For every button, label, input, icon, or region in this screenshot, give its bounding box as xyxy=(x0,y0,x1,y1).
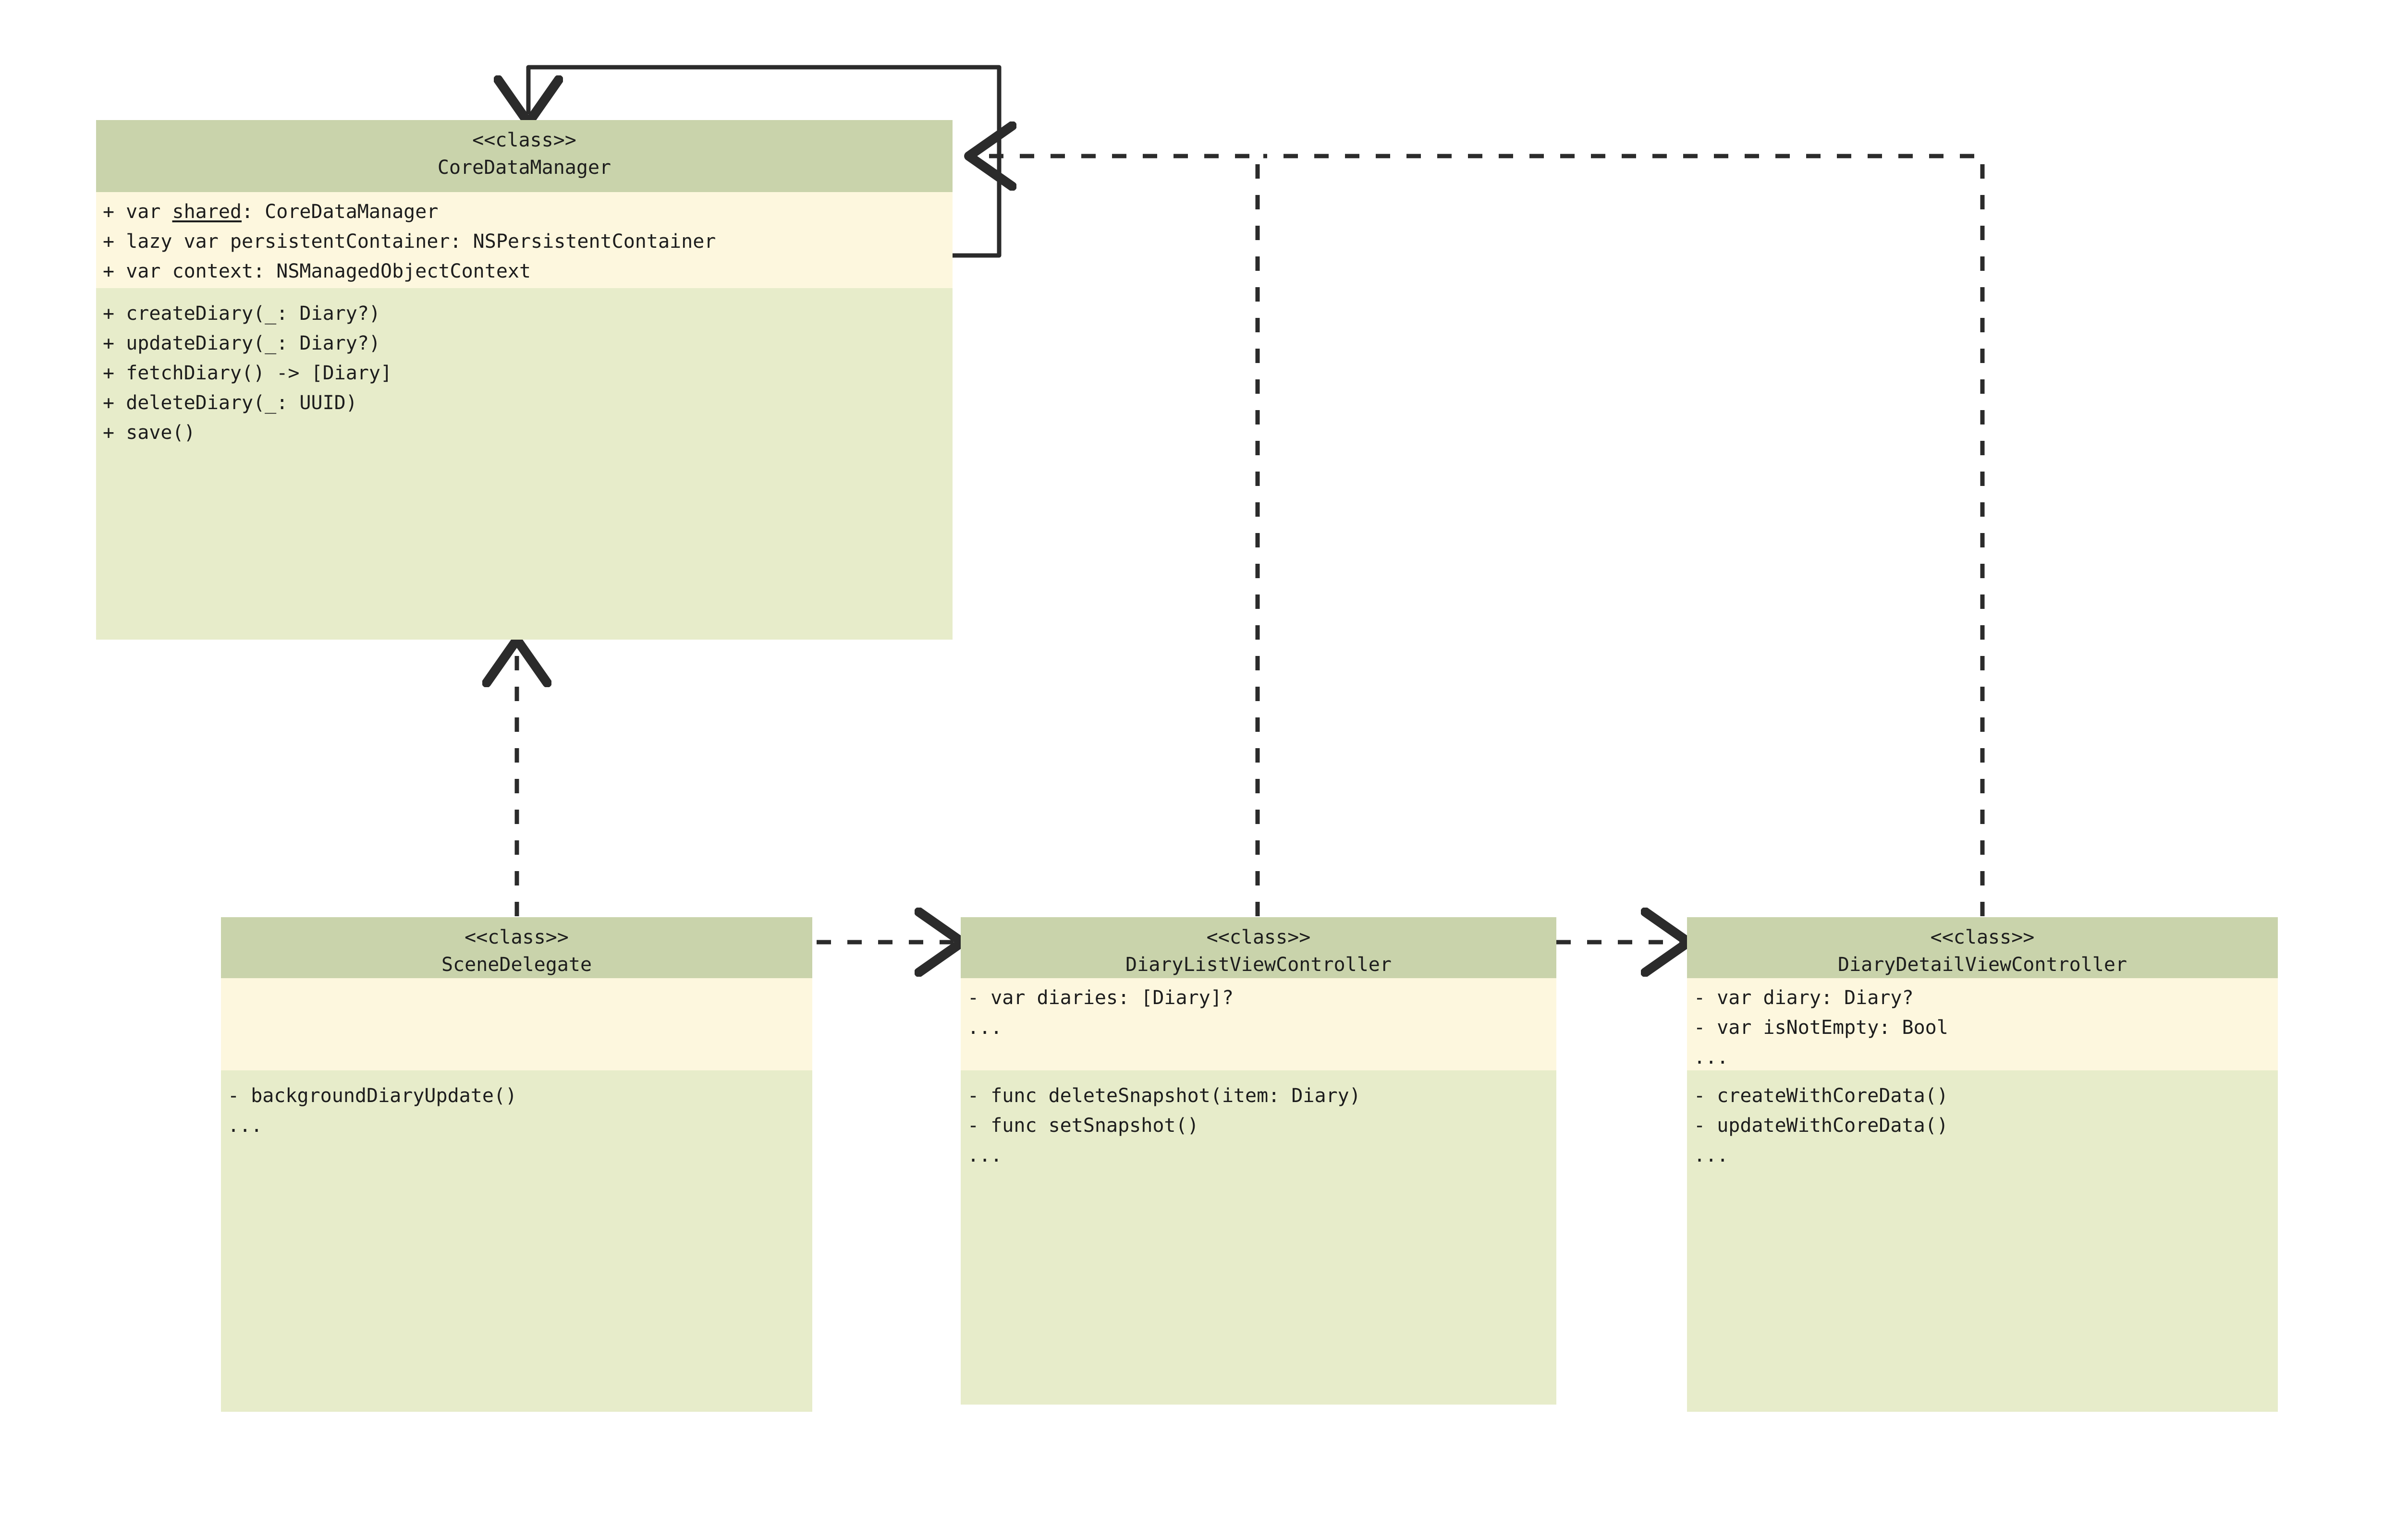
class-methods-diary-list-view-controller: - func deleteSnapshot(item: Diary) - fun… xyxy=(961,1070,1556,1405)
class-attributes-diary-list-view-controller: - var diaries: [Diary]? ... xyxy=(961,978,1556,1070)
class-attributes-scene-delegate xyxy=(221,978,812,1070)
attribute-row: - var diaries: [Diary]? xyxy=(967,987,1234,1009)
class-methods-scene-delegate: - backgroundDiaryUpdate() ... xyxy=(221,1070,812,1412)
attribute-row: - var isNotEmpty: Bool xyxy=(1694,1017,1948,1039)
attribute-row: + var shared: CoreDataManager xyxy=(103,201,439,223)
class-attributes-diary-detail-view-controller: - var diary: Diary? - var isNotEmpty: Bo… xyxy=(1687,978,2278,1070)
class-box-core-data-manager[interactable]: <<class>> CoreDataManager + var shared: … xyxy=(96,120,953,640)
class-header-diary-list-view-controller: <<class>> DiaryListViewController xyxy=(961,917,1556,978)
method-row: + updateDiary(_: Diary?) xyxy=(103,332,380,354)
class-stereotype: <<class>> xyxy=(472,129,576,151)
method-row: + deleteDiary(_: UUID) xyxy=(103,392,357,414)
class-header-core-data-manager: <<class>> CoreDataManager xyxy=(96,120,953,192)
class-name: CoreDataManager xyxy=(437,156,611,179)
class-methods-diary-detail-view-controller: - createWithCoreData() - updateWithCoreD… xyxy=(1687,1070,2278,1412)
method-row: ... xyxy=(967,1144,1002,1166)
method-row: - updateWithCoreData() xyxy=(1694,1115,1948,1137)
class-stereotype: <<class>> xyxy=(1930,926,2035,948)
class-box-diary-list-view-controller[interactable]: <<class>> DiaryListViewController - var … xyxy=(961,917,1556,1405)
class-box-scene-delegate[interactable]: <<class>> SceneDelegate - backgroundDiar… xyxy=(221,917,812,1412)
attribute-row: + var context: NSManagedObjectContext xyxy=(103,260,531,282)
method-row: + createDiary(_: Diary?) xyxy=(103,303,380,325)
class-name: DiaryDetailViewController xyxy=(1837,953,2127,976)
method-row: - createWithCoreData() xyxy=(1694,1085,1948,1107)
class-name: SceneDelegate xyxy=(441,953,592,976)
class-attributes-core-data-manager: + var shared: CoreDataManager + lazy var… xyxy=(96,192,953,288)
method-row: ... xyxy=(228,1115,263,1137)
class-box-diary-detail-view-controller[interactable]: <<class>> DiaryDetailViewController - va… xyxy=(1687,917,2278,1412)
method-row: + save() xyxy=(103,422,196,444)
attribute-row: ... xyxy=(967,1017,1002,1039)
class-header-scene-delegate: <<class>> SceneDelegate xyxy=(221,917,812,978)
method-row: - func deleteSnapshot(item: Diary) xyxy=(967,1085,1361,1107)
method-row: ... xyxy=(1694,1144,1729,1166)
class-stereotype: <<class>> xyxy=(1206,926,1311,948)
class-stereotype: <<class>> xyxy=(465,926,569,948)
attribute-static-name: shared xyxy=(172,201,242,223)
class-name: DiaryListViewController xyxy=(1125,953,1392,976)
method-row: + fetchDiary() -> [Diary] xyxy=(103,362,392,384)
method-row: - backgroundDiaryUpdate() xyxy=(228,1085,517,1107)
class-header-diary-detail-view-controller: <<class>> DiaryDetailViewController xyxy=(1687,917,2278,978)
class-methods-core-data-manager: + createDiary(_: Diary?) + updateDiary(_… xyxy=(96,288,953,640)
edge-diary-list-to-core-data-manager xyxy=(978,156,1260,916)
edge-diary-detail-to-core-data-manager xyxy=(1263,154,1985,916)
attribute-row: + lazy var persistentContainer: NSPersis… xyxy=(103,230,716,253)
method-row: - func setSnapshot() xyxy=(967,1115,1199,1137)
attribute-row: - var diary: Diary? xyxy=(1694,987,1914,1009)
attribute-row: ... xyxy=(1694,1046,1729,1068)
